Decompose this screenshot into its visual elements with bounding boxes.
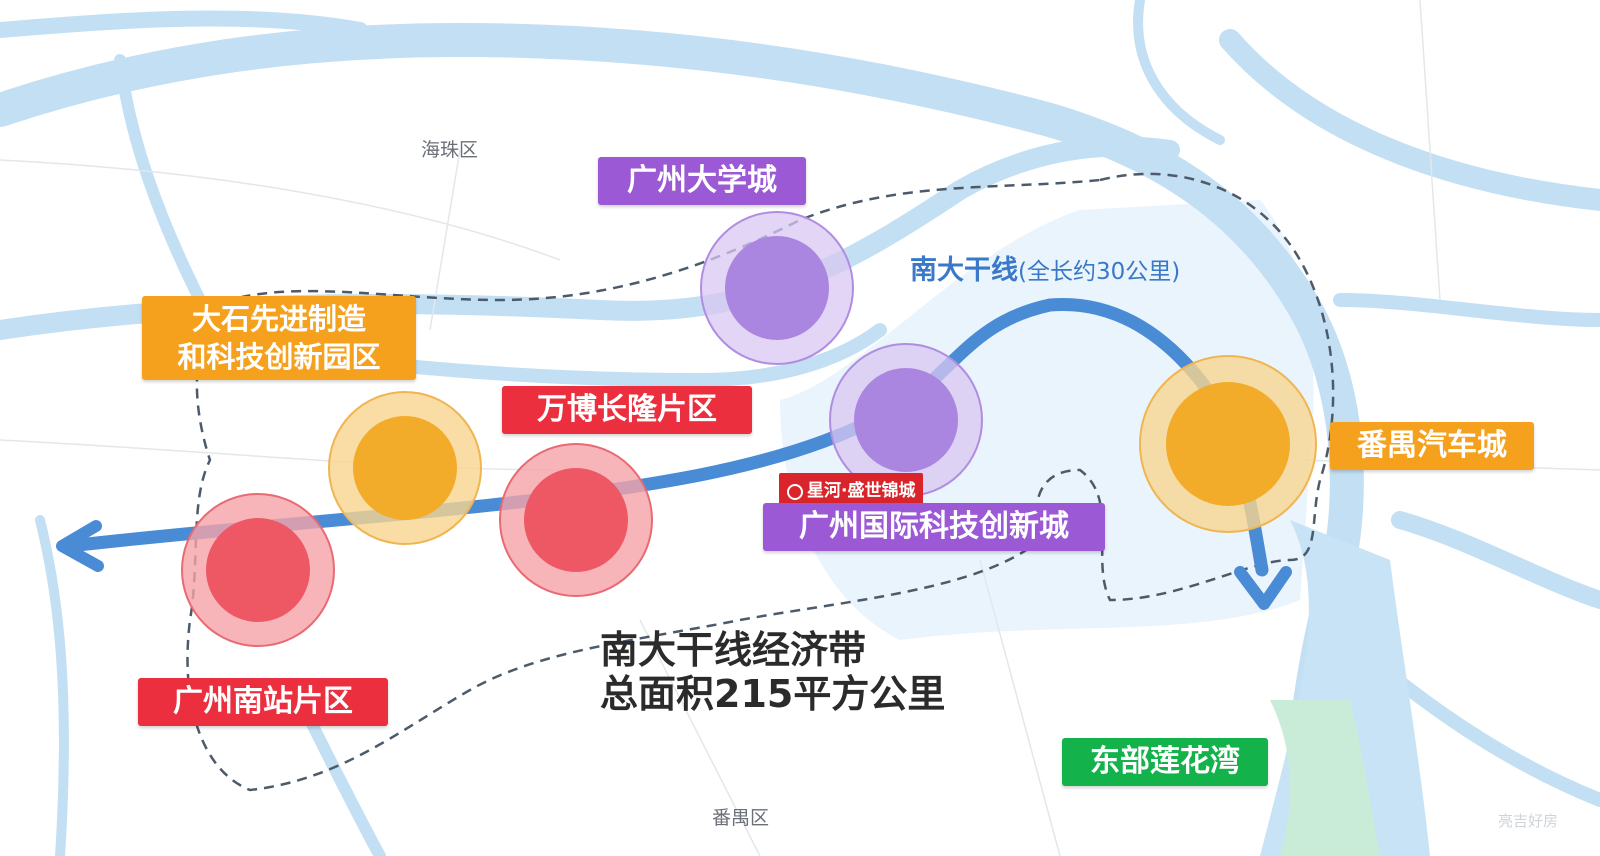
- label-dashi-line1: 大石先进制造: [191, 302, 366, 336]
- route-arrow-south: [1234, 566, 1292, 610]
- green-shoal: [1270, 700, 1380, 856]
- label-south-station: 广州南站片区: [138, 678, 388, 726]
- label-intl-tech-city: 广州国际科技创新城: [763, 503, 1105, 551]
- headline-line2: 总面积215平方公里: [600, 672, 946, 716]
- zone-circle-south-station: [181, 493, 335, 647]
- district-haizhu: 海珠区: [421, 139, 479, 161]
- zone-circle-panyu-auto: [1139, 355, 1317, 533]
- label-dashi-line2: 和科技创新园区: [177, 340, 381, 374]
- watermark: 亮吉好房: [1498, 812, 1559, 830]
- route-length-note: (全长约30公里): [1018, 259, 1181, 285]
- headline: 南大干线经济带 总面积215平方公里: [600, 628, 945, 716]
- label-panyu-auto-city: 番禺汽车城: [1330, 422, 1534, 470]
- route-label: 南大干线(全长约30公里): [910, 248, 1180, 287]
- brand-mark-icon: [787, 484, 803, 500]
- zone-circle-dashi: [328, 391, 482, 545]
- label-dashi-park: 大石先进制造 和科技创新园区: [142, 296, 416, 380]
- label-wanbo: 万博长隆片区: [502, 386, 752, 434]
- zone-circle-wanbo: [499, 443, 653, 597]
- route-name: 南大干线: [910, 255, 1018, 286]
- brand-name: 星河·盛世锦城: [807, 481, 916, 501]
- label-university-city: 广州大学城: [598, 157, 806, 205]
- zone-circle-intl-tech: [829, 343, 983, 497]
- district-panyu: 番禺区: [712, 807, 770, 829]
- route-arrow-west: [56, 520, 104, 572]
- label-lianhua-bay: 东部莲花湾: [1062, 738, 1268, 786]
- zone-circle-university: [700, 211, 854, 365]
- economic-belt-boundary: [186, 172, 1335, 792]
- headline-line1: 南大干线经济带: [600, 628, 867, 672]
